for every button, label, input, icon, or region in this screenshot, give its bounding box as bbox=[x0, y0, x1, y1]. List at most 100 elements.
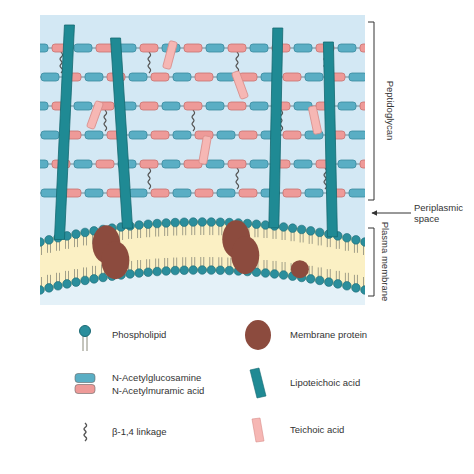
phospholipid-head bbox=[153, 267, 162, 276]
sugar-unit bbox=[305, 73, 323, 81]
sugar-unit bbox=[195, 189, 213, 197]
side-label: Plasma membrane bbox=[380, 207, 391, 317]
phospholipid-head bbox=[171, 218, 180, 227]
phospholipid-head bbox=[45, 284, 54, 293]
sugar-unit bbox=[294, 44, 312, 52]
sugar-unit bbox=[228, 102, 246, 110]
phospholipid-head bbox=[80, 326, 91, 337]
protein-lobe bbox=[231, 236, 259, 274]
lipoteichoic-acid bbox=[54, 25, 74, 239]
sugar-unit bbox=[360, 44, 365, 52]
phospholipid-head bbox=[288, 224, 297, 233]
lipoteichoic-acid bbox=[111, 38, 133, 228]
sugar-unit bbox=[41, 73, 59, 81]
phospholipid-head bbox=[54, 282, 63, 291]
phospholipid-head bbox=[162, 219, 171, 228]
teichoic-acid bbox=[163, 40, 178, 69]
lipid-tail bbox=[83, 335, 87, 351]
sugar-unit bbox=[140, 102, 158, 110]
sugar-unit bbox=[349, 131, 365, 139]
sugar-unit bbox=[217, 131, 235, 139]
phospholipid-head bbox=[63, 280, 72, 289]
phospholipid-head bbox=[334, 280, 343, 289]
sugar-unit bbox=[74, 44, 92, 52]
legend-swatch bbox=[245, 320, 271, 350]
legend-text: Membrane protein bbox=[290, 329, 420, 340]
sugar-unit bbox=[162, 102, 180, 110]
beta-linkage bbox=[148, 52, 151, 73]
phospholipid-head bbox=[162, 267, 171, 276]
lipid-tails bbox=[40, 222, 365, 290]
sugar-unit bbox=[228, 160, 246, 168]
legend-swatch bbox=[252, 418, 264, 442]
phospholipid-head bbox=[324, 278, 333, 287]
sugar-unit bbox=[41, 131, 59, 139]
sugar-unit bbox=[338, 44, 356, 52]
membrane-core bbox=[40, 220, 365, 292]
phospholipid-head bbox=[315, 276, 324, 285]
phospholipid-head bbox=[279, 271, 288, 280]
membrane-protein bbox=[92, 225, 129, 279]
phospholipid-head bbox=[279, 223, 288, 232]
peptidoglycan-chains bbox=[40, 44, 365, 197]
beta-linkage bbox=[148, 168, 151, 189]
sugar-unit bbox=[349, 73, 365, 81]
sugar-unit bbox=[217, 189, 235, 197]
sugar-unit bbox=[85, 189, 103, 197]
phospholipid-head bbox=[126, 270, 135, 279]
sugar-unit bbox=[239, 131, 257, 139]
sugar-unit bbox=[250, 44, 268, 52]
legend-text: Lipoteichoic acid bbox=[290, 377, 420, 388]
sugar-unit bbox=[283, 189, 301, 197]
sugar-unit bbox=[129, 73, 147, 81]
sugar-unit bbox=[338, 102, 356, 110]
peptidoglycan-bracket bbox=[368, 22, 374, 200]
lipoteichoic-acid bbox=[269, 28, 283, 228]
sugar-unit bbox=[85, 131, 103, 139]
sugar-unit bbox=[184, 44, 202, 52]
legend-linkage bbox=[84, 423, 87, 441]
sugar-unit bbox=[173, 73, 191, 81]
phospholipid-head bbox=[180, 218, 189, 227]
legend-text: β-1,4 linkage bbox=[112, 426, 242, 437]
phospholipid-head bbox=[252, 220, 261, 229]
phospholipid-head bbox=[90, 275, 99, 284]
sugar-unit bbox=[74, 102, 92, 110]
phospholipid-head bbox=[153, 219, 162, 228]
legend-text: N-Acetylmuramic acid bbox=[112, 385, 242, 396]
phospholipid-head bbox=[189, 266, 198, 275]
sugar-unit bbox=[305, 189, 323, 197]
phospholipid-head bbox=[306, 227, 315, 236]
beta-linkage bbox=[104, 110, 107, 131]
sugar-unit bbox=[184, 102, 202, 110]
sugar-unit bbox=[140, 160, 158, 168]
legend-phospholipid bbox=[80, 326, 91, 352]
sugar-unit bbox=[162, 160, 180, 168]
sugar-unit bbox=[40, 102, 48, 110]
phospholipid-head bbox=[189, 218, 198, 227]
phospholipid-head bbox=[81, 276, 90, 285]
sugar-unit bbox=[195, 73, 213, 81]
phospholipid-head bbox=[216, 266, 225, 275]
sugar-unit bbox=[360, 160, 365, 168]
phospholipid-head bbox=[40, 238, 44, 247]
teichoic-acid bbox=[231, 70, 248, 99]
phospholipid-head bbox=[306, 275, 315, 284]
sugar-unit bbox=[129, 131, 147, 139]
beta-linkage bbox=[192, 110, 195, 131]
phospholipid-head bbox=[352, 236, 361, 245]
legend-swatch bbox=[250, 368, 266, 398]
phospholipid-head bbox=[171, 266, 180, 275]
phospholipid-head bbox=[144, 220, 153, 229]
sugar-unit bbox=[96, 160, 114, 168]
teichoic-acid bbox=[199, 136, 212, 165]
sugar-unit bbox=[206, 44, 224, 52]
phospholipid-head bbox=[81, 228, 90, 237]
beta-linkage bbox=[236, 52, 239, 73]
phospholipid-head bbox=[198, 266, 207, 275]
sugar-unit bbox=[294, 160, 312, 168]
phospholipid-head bbox=[135, 269, 144, 278]
phospholipid-head bbox=[270, 270, 279, 279]
side-label: Peptidoglycan bbox=[385, 51, 396, 171]
